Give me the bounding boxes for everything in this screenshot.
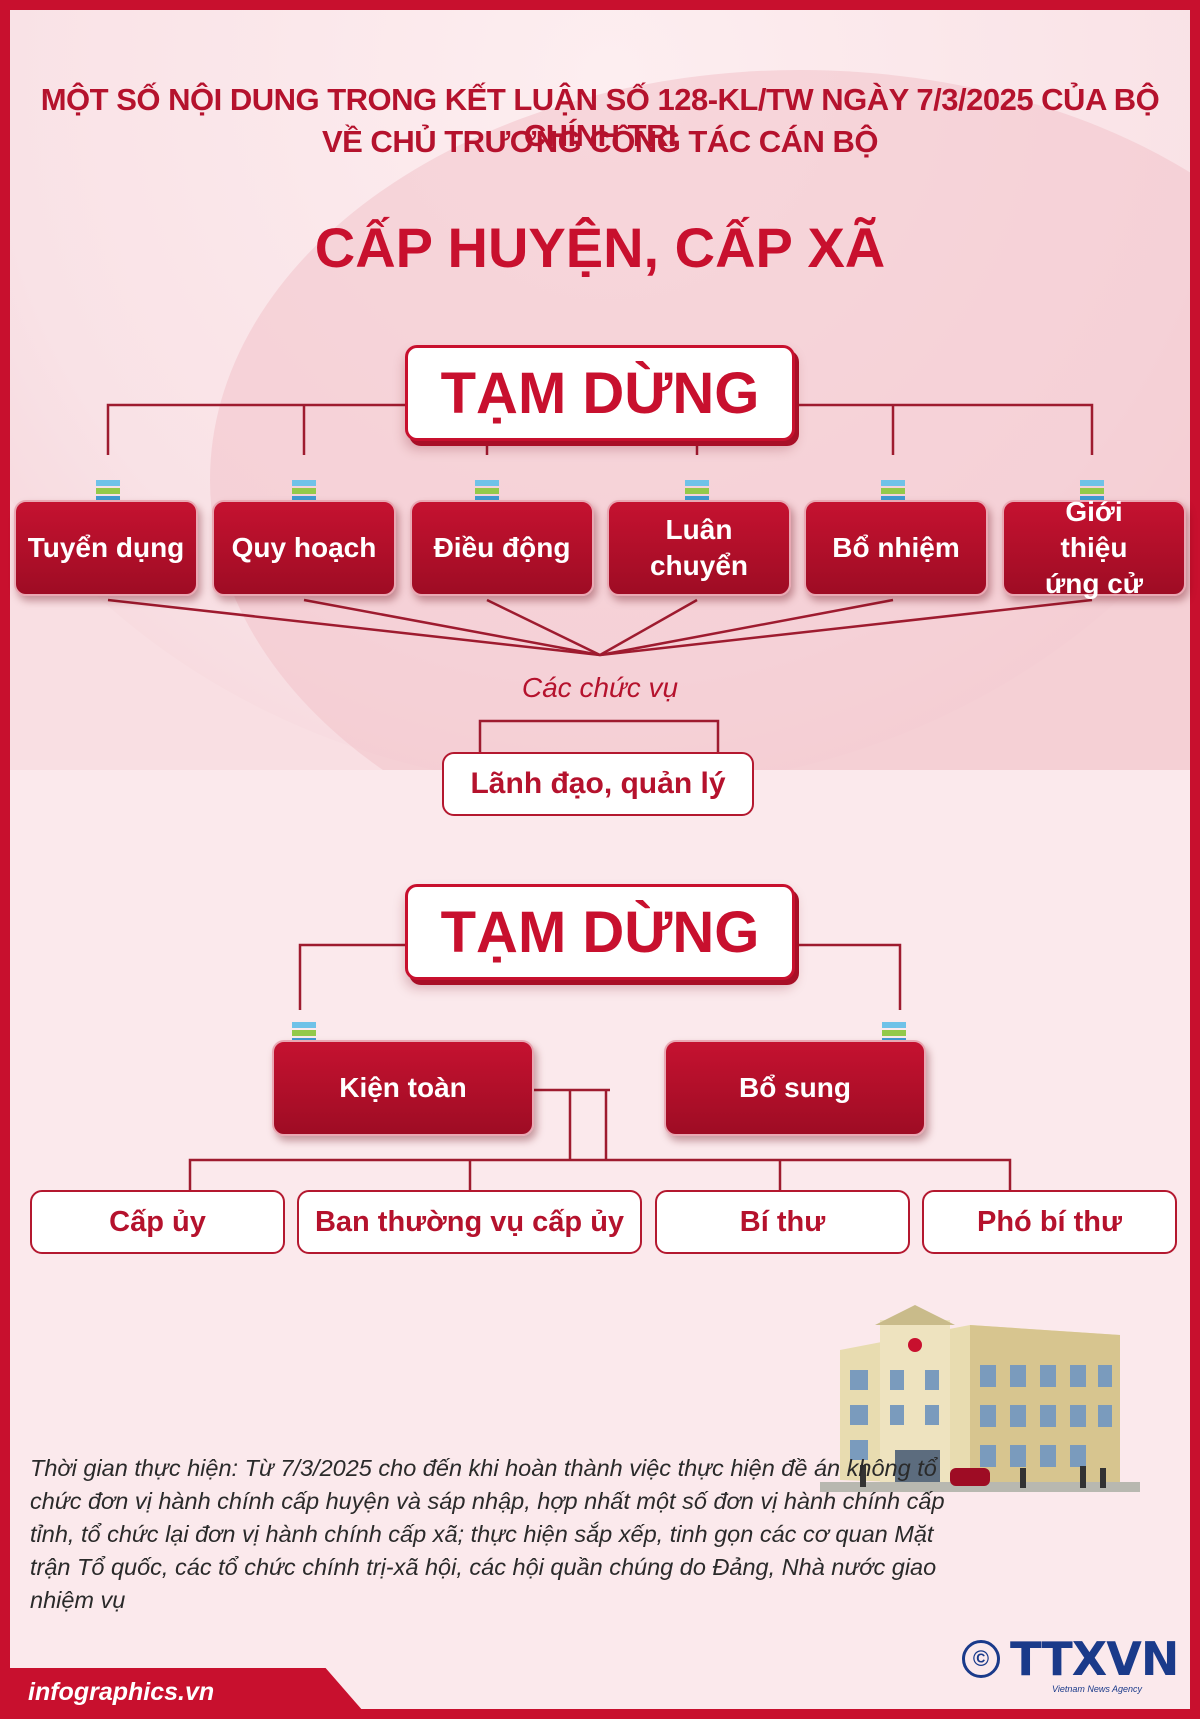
- title-line-2: VỀ CHỦ TRƯƠNG CÔNG TÁC CÁN BỘ: [321, 124, 879, 159]
- stack-icon-5: [879, 478, 907, 504]
- item-luan-chuyen: Luân chuyển: [607, 500, 791, 596]
- item-quy-hoach: Quy hoạch: [212, 500, 396, 596]
- ttxvn-logo-sub: Vietnam News Agency: [1052, 1684, 1143, 1694]
- target-cap-uy: Cấp ủy: [30, 1190, 285, 1254]
- stack-icon-2: [290, 478, 318, 504]
- target-bi-thu: Bí thư: [655, 1190, 910, 1254]
- implementation-note: Thời gian thực hiện: Từ 7/3/2025 cho đến…: [30, 1455, 945, 1613]
- stack-icon-4: [683, 478, 711, 504]
- pause-box-2: TẠM DỪNG: [405, 884, 795, 980]
- stack-icon-1: [94, 478, 122, 504]
- positions-caption: Các chức vụ: [521, 672, 679, 703]
- copyright-icon: ©: [962, 1640, 1000, 1678]
- target-lanh-dao-quan-ly: Lãnh đạo, quản lý: [442, 752, 754, 816]
- footer-site[interactable]: infographics.vn: [28, 1678, 215, 1706]
- stack-icon-3: [473, 478, 501, 504]
- building-illustration: [820, 1305, 1140, 1492]
- stack-icon-6: [1078, 478, 1106, 504]
- item-tuyen-dung: Tuyển dụng: [14, 500, 198, 596]
- ttxvn-logo: TTXVN: [1010, 1632, 1179, 1686]
- item-dieu-dong: Điều động: [410, 500, 594, 596]
- item-bo-nhiem: Bổ nhiệm: [804, 500, 988, 596]
- footer-band: [0, 1668, 370, 1719]
- main-heading: CẤP HUYỆN, CẤP XÃ: [314, 216, 886, 279]
- item-kien-toan: Kiện toàn: [272, 1040, 534, 1136]
- pause-box-1: TẠM DỪNG: [405, 345, 795, 441]
- title-line-1: MỘT SỐ NỘI DUNG TRONG KẾT LUẬN SỐ 128-KL…: [40, 82, 1160, 153]
- target-pho-bi-thu: Phó bí thư: [922, 1190, 1177, 1254]
- target-ban-thuong-vu-cap-uy: Ban thường vụ cấp ủy: [297, 1190, 642, 1254]
- item-gioi-thieu-ung-cu: Giới thiệu ứng cử: [1002, 496, 1186, 599]
- item-bo-sung: Bổ sung: [664, 1040, 926, 1136]
